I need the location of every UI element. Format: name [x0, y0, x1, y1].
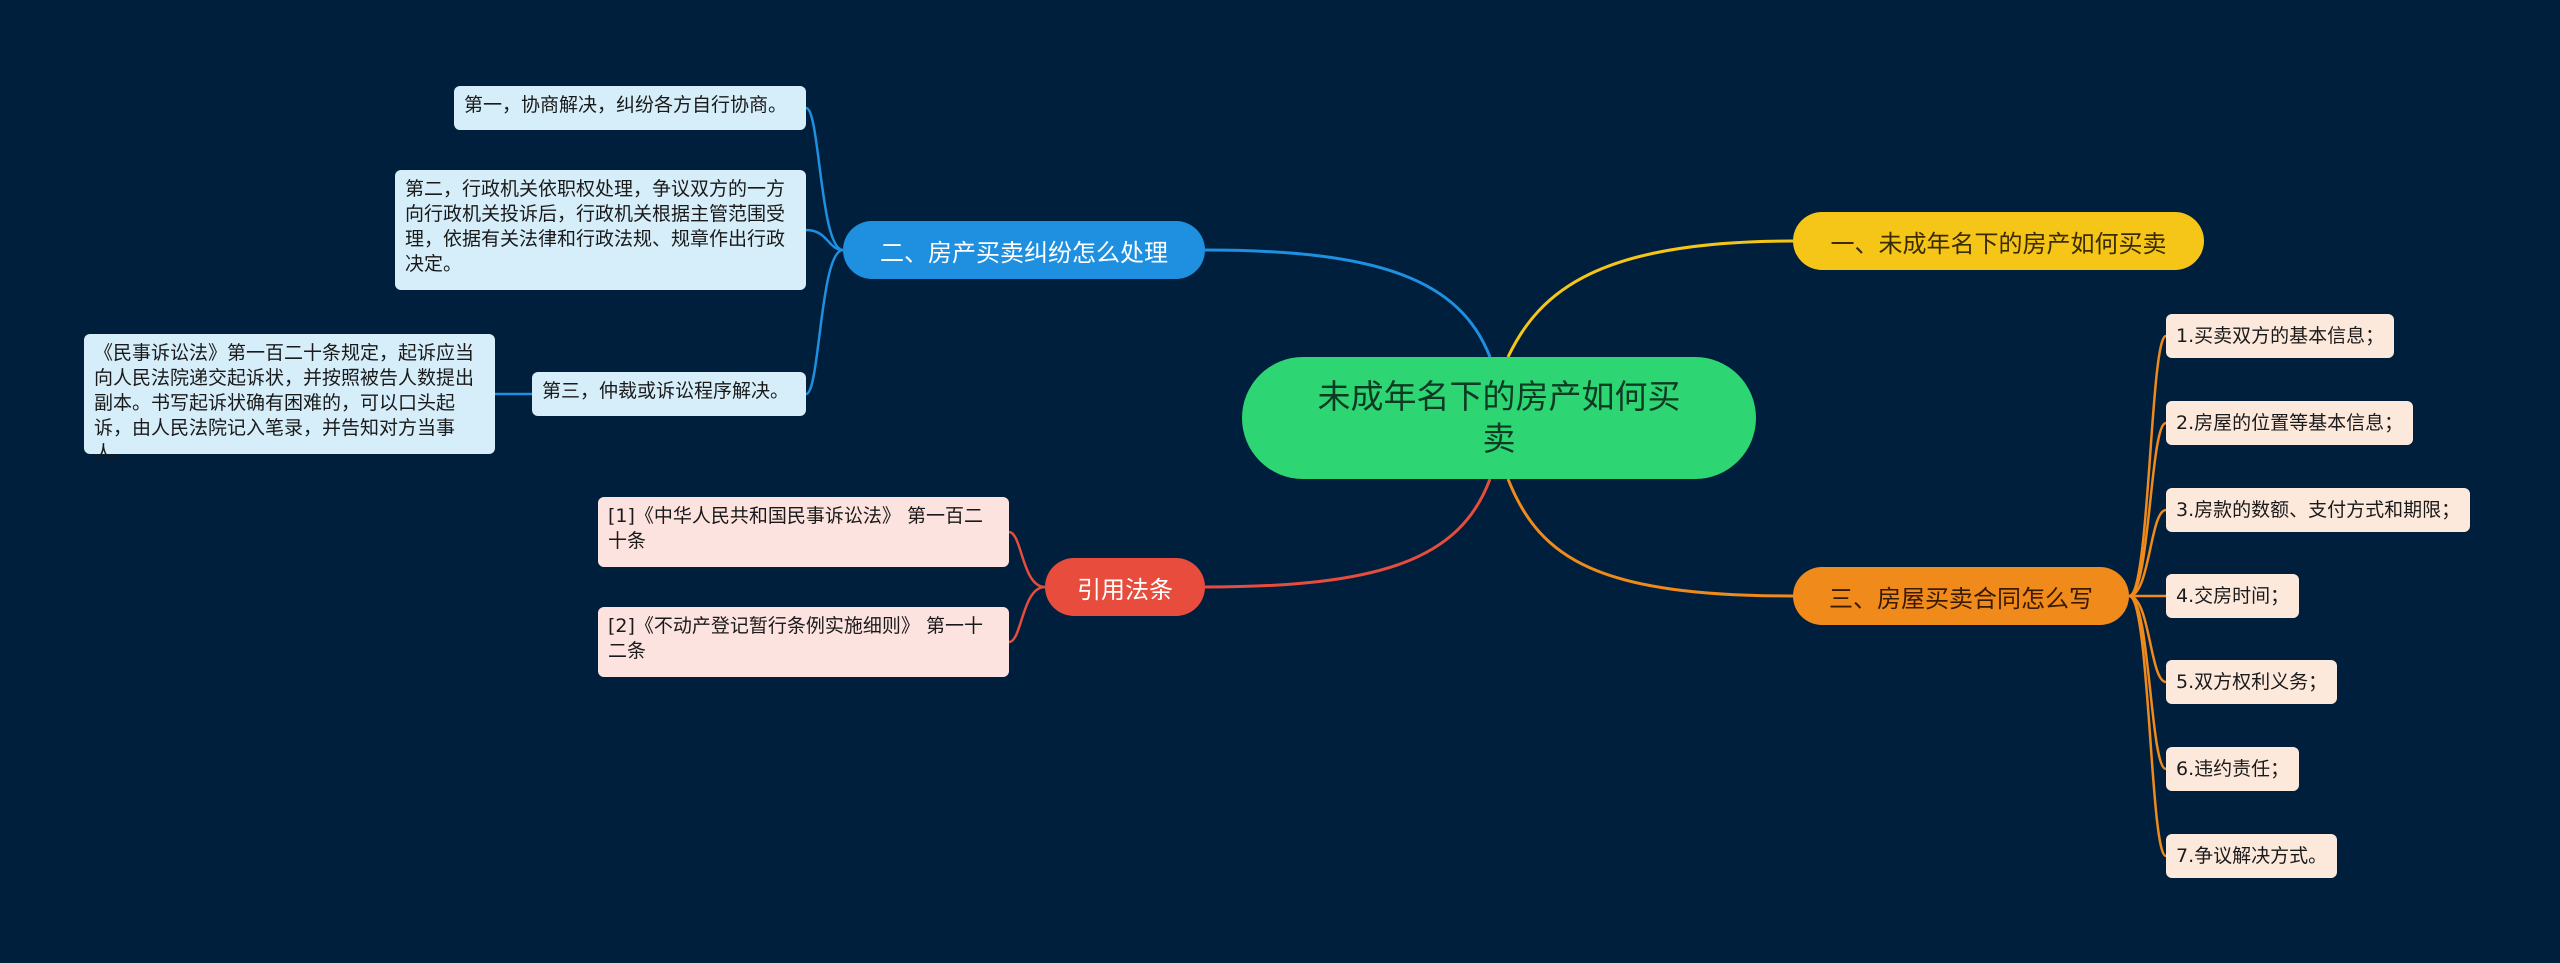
- contract-item-5[interactable]: 5.双方权利义务；: [2166, 660, 2338, 704]
- law-item-1[interactable]: [1]《中华人民共和国民事诉讼法》 第一百二十条: [598, 497, 1009, 567]
- contract-item-text: 1.买卖双方的基本信息；: [2176, 324, 2385, 347]
- contract-item-text: 7.争议解决方式。: [2176, 844, 2328, 867]
- link-b3-c3: [2128, 508, 2167, 598]
- branch-underage-property-sale[interactable]: 一、未成年名下的房产如何买卖: [1793, 212, 2204, 270]
- law-item-text: [2]《不动产登记暂行条例实施细则》 第一十二条: [608, 615, 983, 662]
- link-b3-c7: [2128, 594, 2168, 858]
- contract-item-7[interactable]: 7.争议解决方式。: [2166, 834, 2338, 878]
- contract-item-text: 3.房款的数额、支付方式和期限；: [2176, 498, 2461, 521]
- contract-item-text: 4.交房时间；: [2176, 584, 2290, 607]
- contract-item-1[interactable]: 1.买卖双方的基本信息；: [2166, 314, 2395, 358]
- law-item-text: [1]《中华人民共和国民事诉讼法》 第一百二十条: [608, 505, 983, 552]
- contract-item-text: 5.双方权利义务；: [2176, 670, 2328, 693]
- law-item-2[interactable]: [2]《不动产登记暂行条例实施细则》 第一十二条: [598, 607, 1009, 677]
- link-b3-c5: [2128, 594, 2167, 684]
- link-b2-leaf3: [805, 248, 844, 396]
- link-b3-c2: [2128, 421, 2167, 598]
- branch-cited-laws[interactable]: 引用法条: [1045, 558, 1205, 616]
- branch-label: 引用法条: [1077, 575, 1173, 604]
- link-root-b3: [1506, 478, 1794, 598]
- branch-contract-writing[interactable]: 三、房屋买卖合同怎么写: [1793, 567, 2129, 625]
- dispute-item-2[interactable]: 第二，行政机关依职权处理，争议双方的一方向行政机关投诉后，行政机关根据主管范围受…: [395, 170, 806, 290]
- link-b3-c6: [2128, 594, 2167, 771]
- branch-label: 三、房屋买卖合同怎么写: [1829, 584, 2093, 613]
- branch-label: 二、房产买卖纠纷怎么处理: [880, 238, 1168, 267]
- link-root-b1: [1506, 239, 1794, 358]
- dispute-item-3[interactable]: 第三，仲裁或诉讼程序解决。: [532, 372, 806, 416]
- root-label: 未成年名下的房产如何买卖: [1317, 377, 1681, 458]
- contract-item-6[interactable]: 6.违约责任；: [2166, 747, 2300, 791]
- contract-item-text: 2.房屋的位置等基本信息；: [2176, 411, 2404, 434]
- contract-item-3[interactable]: 3.房款的数额、支付方式和期限；: [2166, 488, 2471, 532]
- branch-label: 一、未成年名下的房产如何买卖: [1830, 229, 2167, 258]
- contract-item-text: 6.违约责任；: [2176, 757, 2290, 780]
- link-root-b4: [1204, 478, 1492, 589]
- branch-dispute-handling[interactable]: 二、房产买卖纠纷怎么处理: [843, 221, 1205, 279]
- dispute-item-text: 第三，仲裁或诉讼程序解决。: [542, 380, 790, 402]
- contract-item-2[interactable]: 2.房屋的位置等基本信息；: [2166, 401, 2414, 445]
- dispute-sub-civil-procedure[interactable]: 《民事诉讼法》第一百二十条规定，起诉应当向人民法院递交起诉状，并按照被告人数提出…: [84, 334, 495, 464]
- link-b3-c1: [2128, 334, 2168, 598]
- link-b4-law1: [1008, 530, 1046, 589]
- dispute-item-text: 第一，协商解决，纠纷各方自行协商。: [464, 94, 788, 116]
- dispute-item-text: 第二，行政机关依职权处理，争议双方的一方向行政机关投诉后，行政机关根据主管范围受…: [405, 178, 786, 275]
- contract-item-4[interactable]: 4.交房时间；: [2166, 574, 2300, 618]
- link-b4-law2: [1008, 585, 1046, 644]
- dispute-sub-text: 《民事诉讼法》第一百二十条规定，起诉应当向人民法院递交起诉状，并按照被告人数提出…: [94, 342, 475, 464]
- root-node[interactable]: 未成年名下的房产如何买卖: [1242, 357, 1756, 479]
- link-root-b2: [1204, 248, 1492, 358]
- link-b2-leaf2: [805, 228, 844, 252]
- dispute-item-1[interactable]: 第一，协商解决，纠纷各方自行协商。: [454, 86, 806, 130]
- link-b2-leaf1: [805, 106, 844, 252]
